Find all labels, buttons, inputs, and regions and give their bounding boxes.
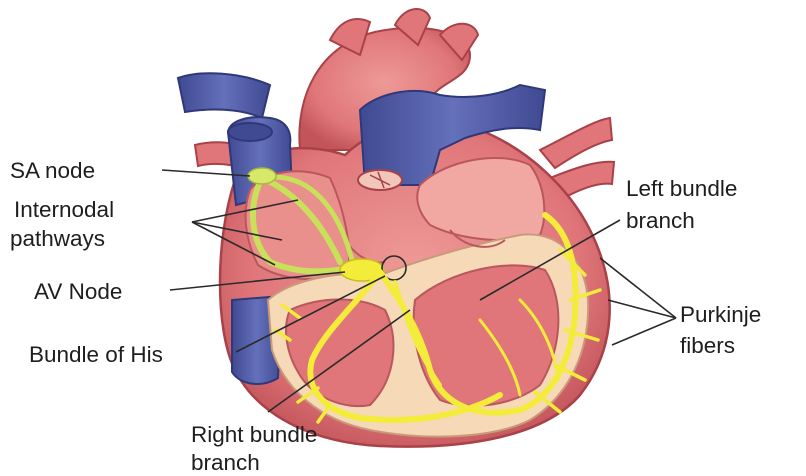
label-internodal-line1: Internodal xyxy=(14,197,114,222)
label-purkinje-line2: fibers xyxy=(680,333,735,358)
label-sa-node: SA node xyxy=(10,158,95,183)
label-purkinje-line1: Purkinje xyxy=(680,302,761,327)
label-av-node: AV Node xyxy=(34,279,122,304)
label-internodal-line2: pathways xyxy=(10,226,105,251)
label-right-bundle-line1: Right bundle xyxy=(191,422,317,447)
purkinje-leader-3 xyxy=(612,318,676,345)
label-left-bundle-line1: Left bundle xyxy=(626,176,737,201)
label-bundle-of-his: Bundle of His xyxy=(29,342,163,367)
label-left-bundle-line2: branch xyxy=(626,208,695,233)
sa-node-shape xyxy=(248,168,276,184)
purkinje-leader-1 xyxy=(600,258,676,318)
label-right-bundle-line2: branch xyxy=(191,450,260,475)
